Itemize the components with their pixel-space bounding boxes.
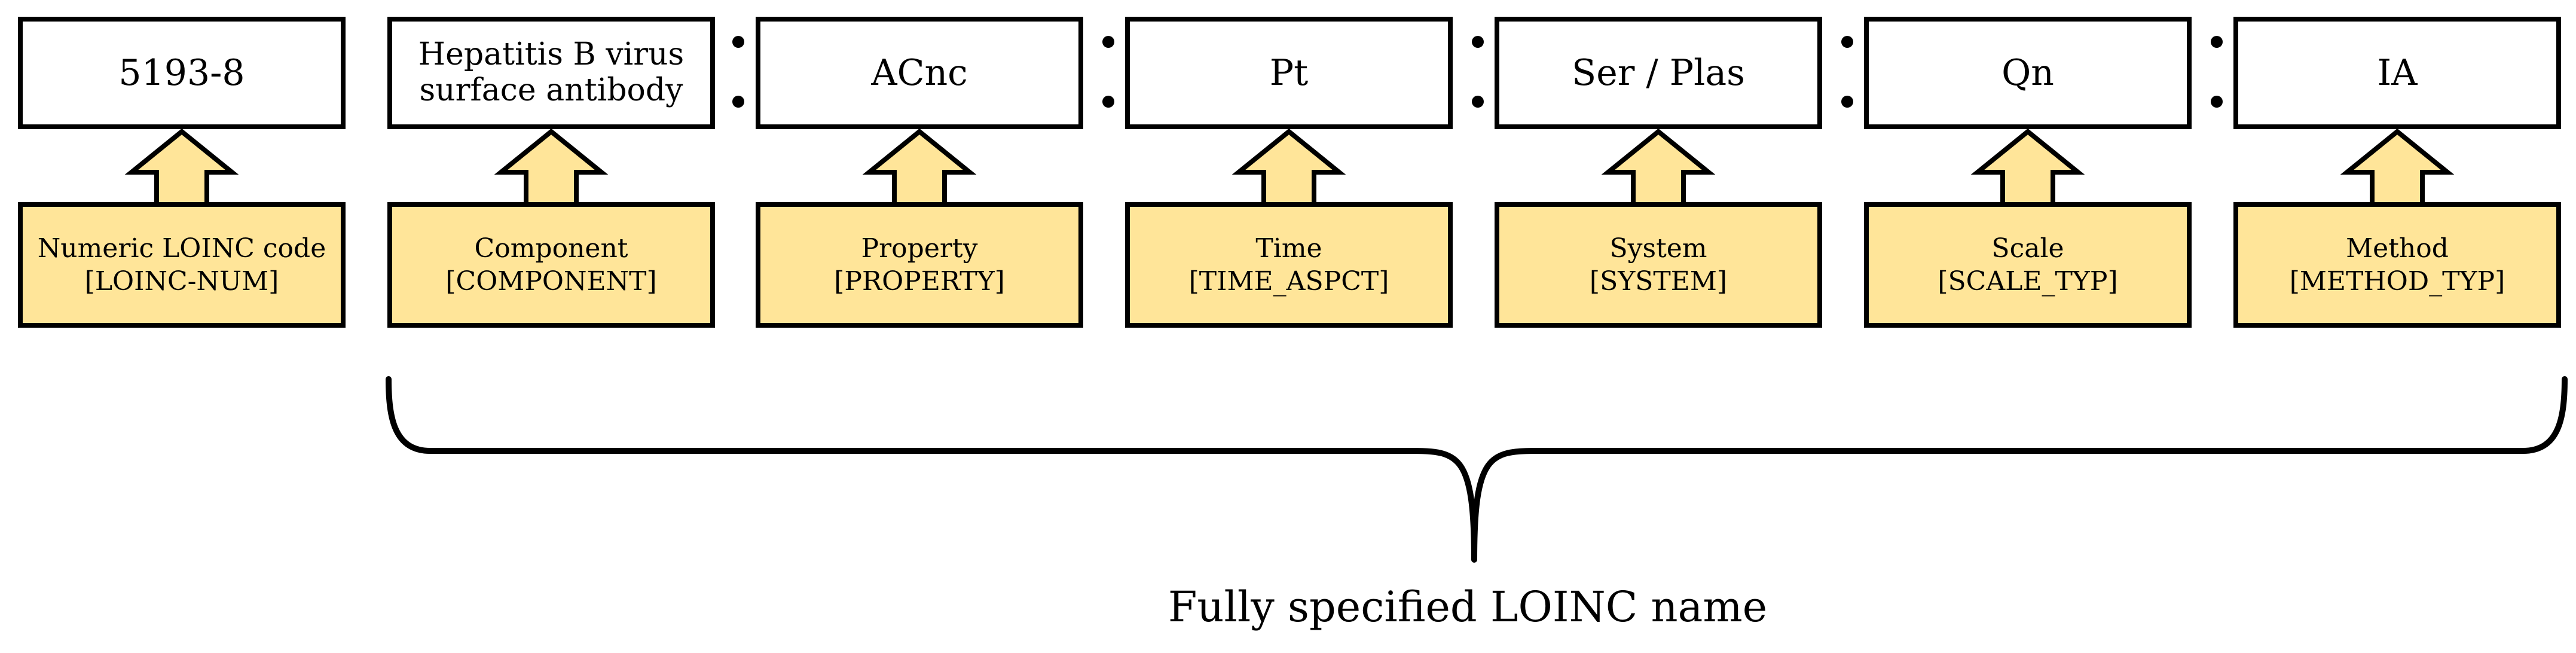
- separator-dot: [1841, 36, 1853, 48]
- label-box-code: Numeric LOINC code [LOINC-NUM]: [18, 202, 346, 328]
- value-box-method: IA: [2233, 17, 2561, 129]
- label-box-time: Time [TIME_ASPCT]: [1125, 202, 1453, 328]
- value-box-system: Ser / Plas: [1495, 17, 1822, 129]
- label-name-system: System: [1609, 233, 1707, 264]
- up-arrow-icon: [1970, 128, 2085, 207]
- label-field-scale: [SCALE_TYP]: [1938, 266, 2118, 297]
- label-field-time: [TIME_ASPCT]: [1188, 266, 1389, 297]
- label-name-method: Method: [2346, 233, 2449, 264]
- label-name-time: Time: [1255, 233, 1322, 264]
- value-box-component: Hepatitis B virus surface antibody: [387, 17, 715, 129]
- separator-colon: [1466, 36, 1490, 108]
- separator-colon: [1835, 36, 1859, 108]
- diagram-caption: Fully specified LOINC name: [1168, 582, 1768, 631]
- value-text-scale: Qn: [2001, 51, 2054, 94]
- label-field-property: [PROPERTY]: [834, 266, 1005, 297]
- separator-dot: [1841, 96, 1853, 108]
- label-field-code: [LOINC-NUM]: [84, 266, 279, 297]
- value-box-time: Pt: [1125, 17, 1453, 129]
- value-text-method: IA: [2377, 51, 2418, 94]
- separator-dot: [1472, 36, 1484, 48]
- value-box-property: ACnc: [756, 17, 1083, 129]
- label-name-code: Numeric LOINC code: [37, 233, 326, 264]
- label-name-scale: Scale: [1991, 233, 2064, 264]
- label-field-system: [SYSTEM]: [1589, 266, 1728, 297]
- label-field-method: [METHOD_TYP]: [2289, 266, 2505, 297]
- value-text-system: Ser / Plas: [1572, 51, 1745, 94]
- value-box-code: 5193-8: [18, 17, 346, 129]
- value-text-time: Pt: [1269, 51, 1309, 94]
- separator-dot: [1472, 96, 1484, 108]
- label-box-property: Property [PROPERTY]: [756, 202, 1083, 328]
- up-arrow-icon: [494, 128, 609, 207]
- separator-dot: [1102, 36, 1114, 48]
- label-box-component: Component [COMPONENT]: [387, 202, 715, 328]
- up-arrow-icon: [862, 128, 977, 207]
- value-box-scale: Qn: [1864, 17, 2192, 129]
- value-text-property: ACnc: [871, 51, 968, 94]
- label-name-component: Component: [474, 233, 628, 264]
- value-text-code: 5193-8: [118, 51, 245, 94]
- separator-dot: [2211, 96, 2223, 108]
- up-arrow-icon: [1601, 128, 1716, 207]
- label-box-system: System [SYSTEM]: [1495, 202, 1822, 328]
- label-box-method: Method [METHOD_TYP]: [2233, 202, 2561, 328]
- separator-colon: [2205, 36, 2229, 108]
- up-arrow-icon: [124, 128, 239, 207]
- up-arrow-icon: [1232, 128, 1346, 207]
- label-box-scale: Scale [SCALE_TYP]: [1864, 202, 2192, 328]
- separator-dot: [732, 36, 744, 48]
- separator-colon: [1096, 36, 1120, 108]
- separator-dot: [1102, 96, 1114, 108]
- label-field-component: [COMPONENT]: [445, 266, 657, 297]
- separator-dot: [2211, 36, 2223, 48]
- separator-colon: [726, 36, 750, 108]
- value-text-component: Hepatitis B virus surface antibody: [418, 36, 685, 108]
- separator-dot: [732, 96, 744, 108]
- up-arrow-icon: [2340, 128, 2455, 207]
- label-name-property: Property: [861, 233, 978, 264]
